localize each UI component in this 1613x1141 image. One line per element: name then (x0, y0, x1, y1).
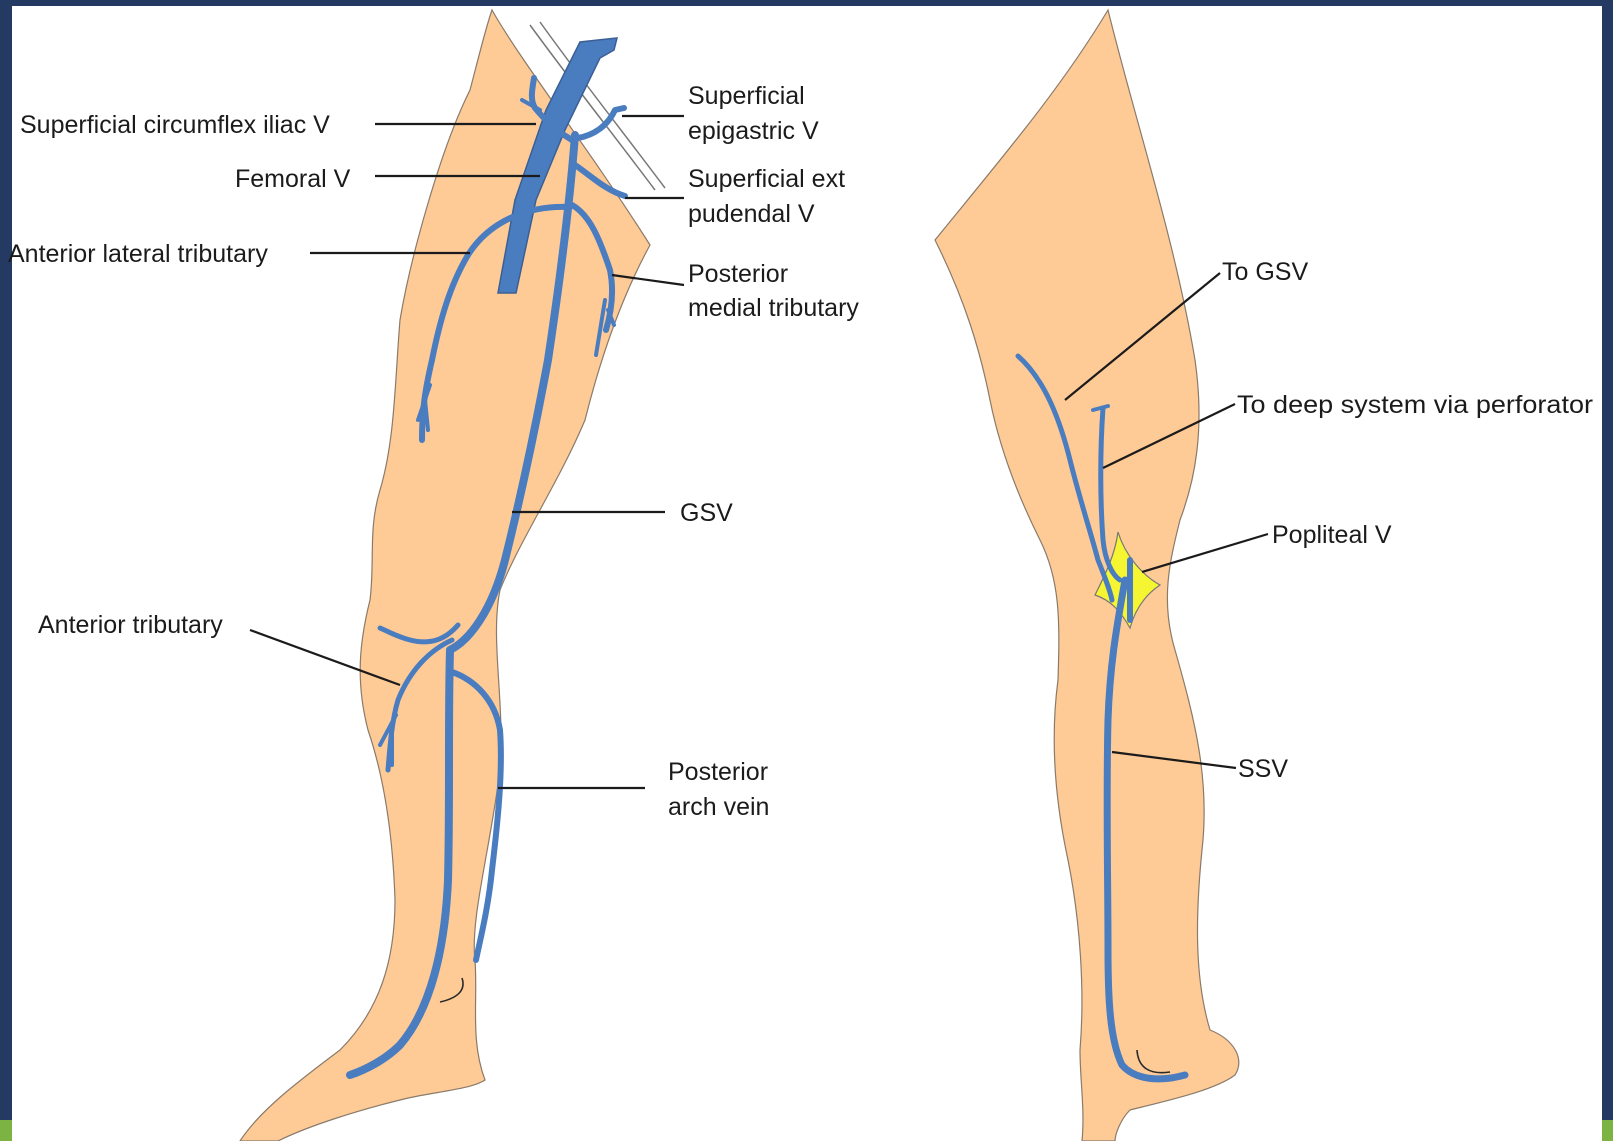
label-posterior-arch-vein-line1: Posterior (668, 758, 768, 786)
label-to-gsv: To GSV (1222, 258, 1308, 286)
label-femoral: Femoral V (235, 165, 351, 193)
label-gsv: GSV (680, 499, 733, 527)
label-superficial-ext-pudendal-line1: Superficial ext (688, 165, 845, 193)
label-superficial-ext-pudendal-line2: pudendal V (688, 200, 815, 228)
label-anterior-lateral-tributary: Anterior lateral tributary (8, 240, 268, 268)
bottom-accent-bar-right (1602, 1120, 1613, 1141)
label-posterior-medial-tributary-line2: medial tributary (688, 294, 859, 322)
label-posterior-medial-tributary-line1: Posterior (688, 260, 788, 288)
label-anterior-tributary: Anterior tributary (38, 611, 223, 639)
bottom-accent-bar (0, 1120, 12, 1141)
label-posterior-arch-vein-line2: arch vein (668, 793, 769, 821)
label-popliteal: Popliteal V (1272, 521, 1392, 549)
label-superficial-epigastric-line2: epigastric V (688, 117, 819, 145)
label-to-deep-system: To deep system via perforator (1237, 391, 1593, 419)
label-superficial-epigastric-line1: Superficial (688, 82, 805, 110)
label-superficial-circumflex-iliac: Superficial circumflex iliac V (20, 111, 330, 139)
label-ssv: SSV (1238, 755, 1288, 783)
